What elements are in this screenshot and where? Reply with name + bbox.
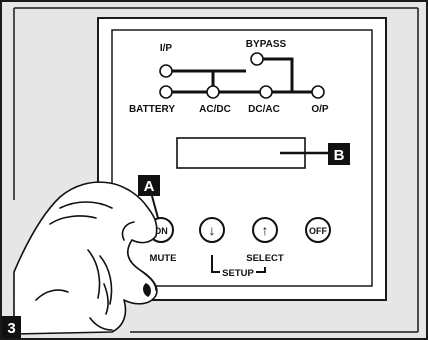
mute-label: MUTE — [150, 253, 177, 264]
callout-b-letter: B — [334, 147, 345, 164]
setup-label: SETUP — [222, 268, 254, 279]
label-bypass: BYPASS — [246, 39, 287, 50]
label-dcac: DC/AC — [248, 104, 280, 115]
led-bypass — [250, 52, 264, 66]
callout-a-letter: A — [144, 178, 155, 195]
callout-a-leader — [151, 195, 159, 219]
hand-illustration — [13, 181, 158, 335]
lcd-display — [176, 137, 306, 169]
led-dcac — [259, 85, 273, 99]
callout-b-tag — [328, 143, 350, 165]
label-op: O/P — [311, 104, 329, 115]
label-acdc: AC/DC — [199, 104, 231, 115]
up-button[interactable] — [252, 217, 278, 243]
down-button[interactable] — [199, 217, 225, 243]
off-button-label: OFF — [309, 226, 327, 236]
step-number-tag — [2, 316, 21, 338]
label-ip: I/P — [160, 43, 173, 54]
up-arrow-icon: ↑ — [262, 222, 269, 238]
callout-a-tag — [138, 175, 160, 196]
indicator-flow-lines — [172, 57, 312, 94]
led-acdc — [206, 85, 220, 99]
label-battery: BATTERY — [129, 104, 175, 115]
led-ip — [159, 64, 173, 78]
front-panel-inner-border — [111, 29, 373, 287]
step-number: 3 — [7, 320, 15, 337]
select-label: SELECT — [246, 253, 284, 264]
led-op — [311, 85, 325, 99]
down-arrow-icon: ↓ — [209, 222, 216, 238]
led-battery — [159, 85, 173, 99]
on-button-label: ON — [154, 226, 168, 236]
setup-bracket — [211, 255, 266, 273]
off-button[interactable] — [305, 217, 331, 243]
